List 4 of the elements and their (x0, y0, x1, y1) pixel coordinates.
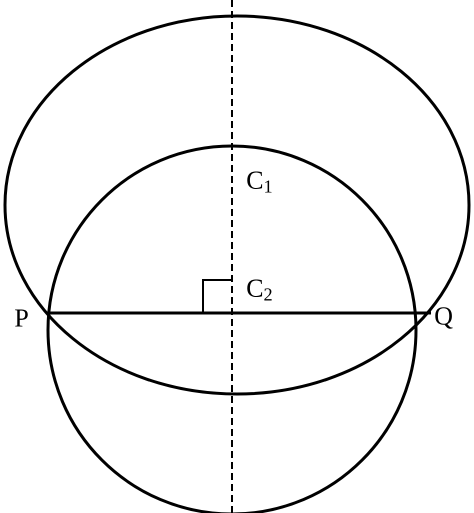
point-label: P (15, 309, 28, 326)
point-label: C$_{1}$ (247, 172, 272, 192)
point-label: C$_{2}$ (247, 280, 272, 300)
point-label: Q (435, 307, 453, 329)
